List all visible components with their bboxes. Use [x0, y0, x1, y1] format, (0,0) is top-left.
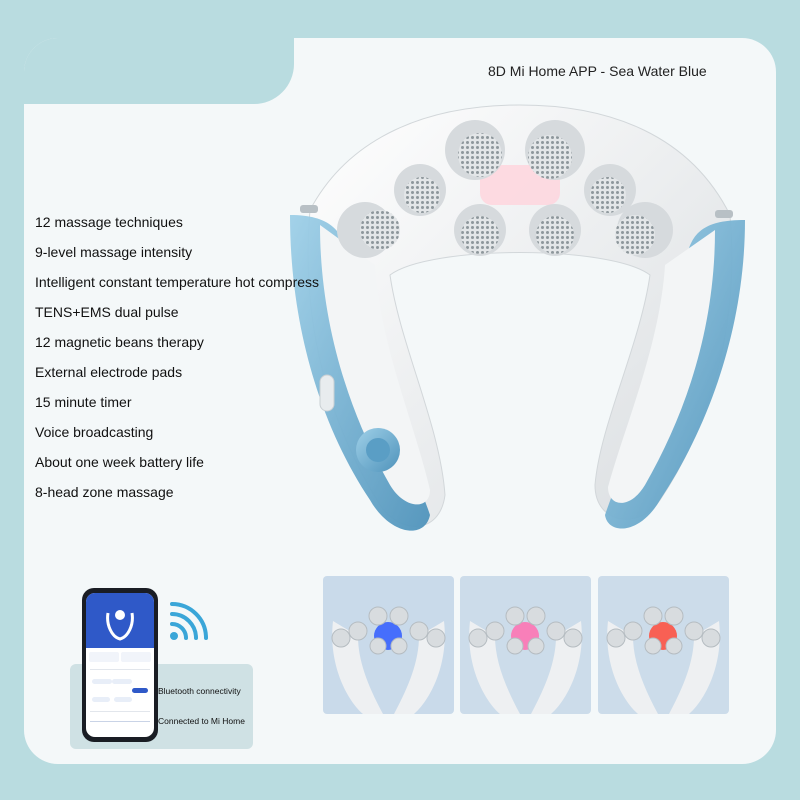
massager-outline-icon — [106, 610, 134, 641]
feature-item: Intelligent constant temperature hot com… — [35, 274, 320, 290]
feature-item: External electrode pads — [35, 364, 183, 380]
app-toggle-button — [89, 652, 119, 662]
feature-item: About one week battery life — [35, 454, 204, 470]
feature-list: 12 massage techniques 9-level massage in… — [35, 212, 319, 512]
wifi-signal-icon — [170, 602, 208, 640]
app-header — [86, 593, 154, 648]
feature-item: 8-head zone massage — [35, 484, 174, 500]
product-title: 8D Mi Home APP - Sea Water Blue — [488, 63, 707, 79]
massage-heads — [337, 120, 673, 258]
neck-massager-image — [290, 104, 745, 531]
app-toggle-button — [121, 652, 151, 662]
feature-item: 12 massage techniques — [35, 214, 183, 230]
feature-item: 12 magnetic beans therapy — [35, 334, 204, 350]
feature-item: 15 minute timer — [35, 394, 132, 410]
power-button — [319, 374, 335, 412]
feature-item: Voice broadcasting — [35, 424, 154, 440]
light-mode-thumbnail-pink — [460, 576, 591, 714]
phone-screen — [86, 593, 154, 737]
light-mode-thumbnail-blue — [323, 576, 454, 714]
bluetooth-caption: Bluetooth connectivity — [158, 686, 241, 696]
light-mode-thumbnail-red — [598, 576, 729, 714]
card-corner-notch — [24, 38, 294, 104]
feature-item: 9-level massage intensity — [35, 244, 193, 260]
feature-item: TENS+EMS dual pulse — [35, 304, 179, 320]
mihome-caption: Connected to Mi Home — [158, 716, 245, 726]
smartphone-image — [82, 588, 158, 742]
